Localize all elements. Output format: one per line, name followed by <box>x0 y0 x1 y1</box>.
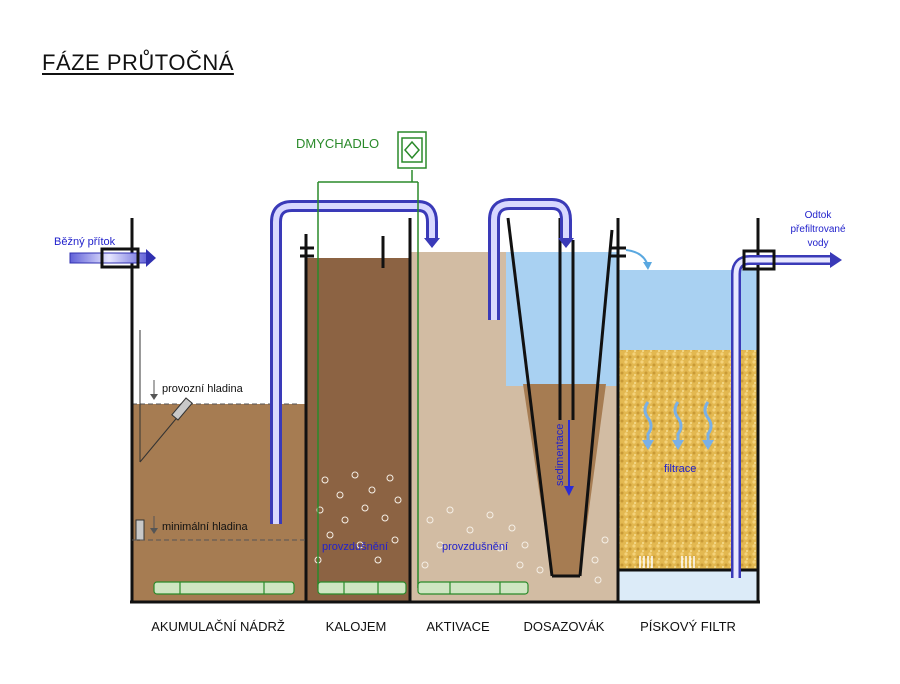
blower-label: DMYCHADLO <box>296 136 379 151</box>
blower-icon <box>397 131 427 169</box>
tank-walls <box>130 217 760 604</box>
section-label-sludge: KALOJEM <box>326 619 387 634</box>
outlet-label-line2: přefiltrované <box>790 224 845 235</box>
section-label-sand-filter: PÍSKOVÝ FILTR <box>640 619 736 634</box>
float-switch-icon <box>135 330 193 541</box>
settling-clear-water <box>506 252 618 386</box>
sedimentation-label: sedimentace <box>554 424 566 486</box>
aeration-label-activation: provzdušnění <box>442 541 508 553</box>
inlet-pipe <box>69 247 156 269</box>
operating-level-label: provozní hladina <box>162 383 244 395</box>
air-lines <box>317 170 419 588</box>
aeration-bubbles <box>314 471 609 584</box>
sludge-tank-fill <box>306 258 410 602</box>
section-label-settling: DOSAZOVÁK <box>524 619 605 634</box>
filtration-label: filtrace <box>664 463 696 475</box>
outlet-label-line1: Odtok <box>805 210 833 221</box>
page-title: FÁZE PRŮTOČNÁ <box>42 50 234 75</box>
section-label-accumulation: AKUMULAČNÍ NÁDRŽ <box>151 619 285 634</box>
diffusers <box>153 581 529 595</box>
outlet-label-line3: vody <box>807 238 828 249</box>
aeration-label-sludge: provzdušnění <box>322 541 388 553</box>
filtration-arrows <box>643 401 713 442</box>
minimum-level-label: minimální hladina <box>162 521 248 533</box>
section-label-activation: AKTIVACE <box>426 619 490 634</box>
inlet-label: Běžný přítok <box>54 236 116 248</box>
